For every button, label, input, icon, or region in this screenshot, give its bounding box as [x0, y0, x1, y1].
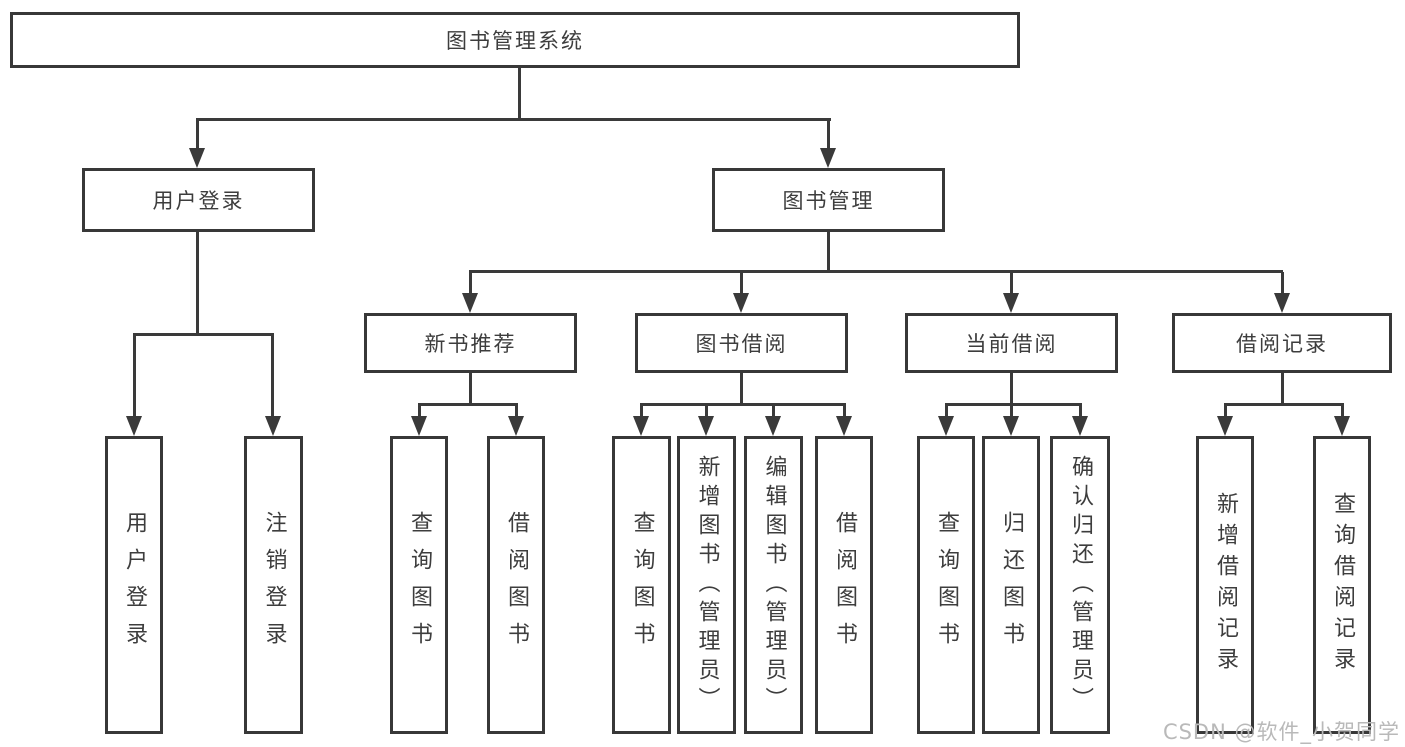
node-user-login: 用户登录: [82, 168, 315, 232]
arrow-down-icon: [508, 416, 524, 436]
connector-drop-book-mgmt: [827, 120, 830, 149]
connector-borrow-records-stub: [1281, 373, 1284, 405]
arrow-down-icon: [1334, 416, 1350, 436]
connector-drop: [515, 405, 518, 418]
connector-book-mgmt-bus: [469, 270, 1283, 273]
connector-drop-borrow-records: [1281, 272, 1284, 295]
leaf-bor-query-book: 查询图书: [612, 436, 671, 734]
arrow-down-icon: [820, 148, 836, 168]
connector-drop-book-borrow: [740, 272, 743, 295]
node-borrow-records: 借阅记录: [1172, 313, 1392, 373]
connector-drop: [945, 405, 948, 418]
connector-drop: [640, 405, 643, 418]
connector-drop: [1341, 405, 1344, 418]
connector-drop: [418, 405, 421, 418]
arrow-down-icon: [462, 293, 478, 313]
leaf-bor-add-book: 新增图书（管理员）: [677, 436, 736, 734]
connector-drop: [772, 405, 775, 418]
connector-drop: [843, 405, 846, 418]
leaf-brec-query-record: 查询借阅记录: [1313, 436, 1371, 734]
leaf-rec-query-book: 查询图书: [390, 436, 448, 734]
connector-drop: [1010, 405, 1013, 418]
arrow-down-icon: [1072, 416, 1088, 436]
arrow-down-icon: [765, 416, 781, 436]
connector-current-borrow-bus: [945, 403, 1082, 406]
connector-root-stub: [518, 68, 521, 120]
arrow-down-icon: [1274, 293, 1290, 313]
connector-drop: [1224, 405, 1227, 418]
arrow-down-icon: [126, 416, 142, 436]
arrow-down-icon: [189, 148, 205, 168]
connector-drop-leaf-user-login: [133, 335, 136, 417]
connector-drop-current-borrow: [1010, 272, 1013, 295]
leaf-logout: 注销登录: [244, 436, 303, 734]
arrow-down-icon: [733, 293, 749, 313]
node-new-book-rec: 新书推荐: [364, 313, 577, 373]
node-current-borrow: 当前借阅: [905, 313, 1118, 373]
arrow-down-icon: [1217, 416, 1233, 436]
leaf-cur-confirm-return: 确认归还（管理员）: [1050, 436, 1110, 734]
connector-borrow-records-bus: [1224, 403, 1344, 406]
connector-drop: [705, 405, 708, 418]
node-root: 图书管理系统: [10, 12, 1020, 68]
node-book-borrow: 图书借阅: [635, 313, 848, 373]
connector-drop-user-login: [196, 120, 199, 149]
connector-book-mgmt-stub: [827, 232, 830, 272]
connector-root-bus: [196, 118, 831, 121]
connector-user-login-bus: [133, 333, 274, 336]
connector-drop-leaf-logout: [271, 335, 274, 417]
connector-new-book-rec-stub: [469, 373, 472, 405]
connector-drop-new-book-rec: [469, 272, 472, 295]
arrow-down-icon: [836, 416, 852, 436]
connector-book-borrow-bus: [640, 403, 846, 406]
leaf-user-login: 用户登录: [105, 436, 163, 734]
leaf-rec-borrow-book: 借阅图书: [487, 436, 545, 734]
arrow-down-icon: [698, 416, 714, 436]
arrow-down-icon: [1003, 416, 1019, 436]
connector-new-book-rec-bus: [418, 403, 518, 406]
connector-drop: [1079, 405, 1082, 418]
node-book-mgmt: 图书管理: [712, 168, 945, 232]
leaf-bor-edit-book: 编辑图书（管理员）: [744, 436, 803, 734]
arrow-down-icon: [411, 416, 427, 436]
connector-current-borrow-stub: [1010, 373, 1013, 405]
connector-user-login-stub: [196, 232, 199, 335]
leaf-cur-query-book: 查询图书: [917, 436, 975, 734]
leaf-bor-borrow-book: 借阅图书: [815, 436, 873, 734]
arrow-down-icon: [265, 416, 281, 436]
arrow-down-icon: [1003, 293, 1019, 313]
leaf-brec-add-record: 新增借阅记录: [1196, 436, 1254, 734]
arrow-down-icon: [633, 416, 649, 436]
arrow-down-icon: [938, 416, 954, 436]
leaf-cur-return-book: 归还图书: [982, 436, 1040, 734]
connector-book-borrow-stub: [740, 373, 743, 405]
csdn-watermark: CSDN @软件_小贺同学: [1162, 720, 1400, 744]
